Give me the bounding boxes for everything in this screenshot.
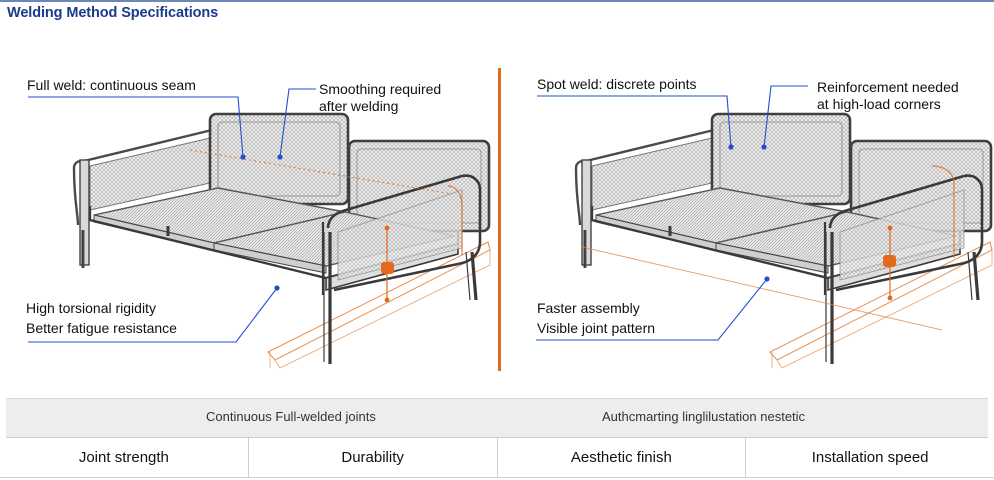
- spot-weld-sofa: [574, 112, 994, 370]
- joint-pattern-label: Visible joint pattern: [537, 320, 656, 336]
- full-weld-caption: Continuous Full-welded joints: [206, 409, 376, 424]
- reinforcement-label-line2: at high-load corners: [817, 96, 941, 112]
- smoothing-label-line1: Smoothing required: [319, 81, 442, 97]
- full-weld-sofa: [72, 112, 492, 370]
- metric-durability: Durability: [249, 438, 498, 477]
- left-leader-lines: [28, 88, 316, 343]
- spot-weld-caption: Authcmarting linglilustation nestetic: [602, 409, 806, 424]
- left-weld-marker: [381, 225, 394, 303]
- smoothing-label-line2: after welding: [319, 98, 399, 114]
- metric-joint-strength: Joint strength: [0, 438, 249, 477]
- faster-assembly-label: Faster assembly: [537, 300, 640, 316]
- top-rule: [0, 0, 994, 2]
- right-weld-marker: [883, 225, 896, 301]
- section-divider: [498, 68, 501, 371]
- page-title: Welding Method Specifications: [7, 5, 219, 21]
- right-leader-lines: [536, 85, 808, 341]
- torsional-rigidity-label: High torsional rigidity: [26, 300, 156, 316]
- left-leader-dots: [240, 154, 283, 291]
- right-leader-dots: [728, 144, 770, 282]
- metrics-row: Joint strength Durability Aesthetic fini…: [0, 438, 994, 478]
- sofa-diagram: [28, 85, 994, 370]
- metric-installation-speed: Installation speed: [811, 449, 929, 466]
- caption-band: Continuous Full-welded joints Authcmarti…: [6, 398, 988, 438]
- fatigue-resistance-label: Better fatigue resistance: [26, 320, 177, 336]
- spot-weld-label: Spot weld: discrete points: [537, 76, 697, 92]
- metric-aesthetic-finish: Aesthetic finish: [498, 438, 747, 477]
- full-weld-label: Full weld: continuous seam: [27, 77, 196, 93]
- reinforcement-label-line1: Reinforcement needed: [817, 79, 959, 95]
